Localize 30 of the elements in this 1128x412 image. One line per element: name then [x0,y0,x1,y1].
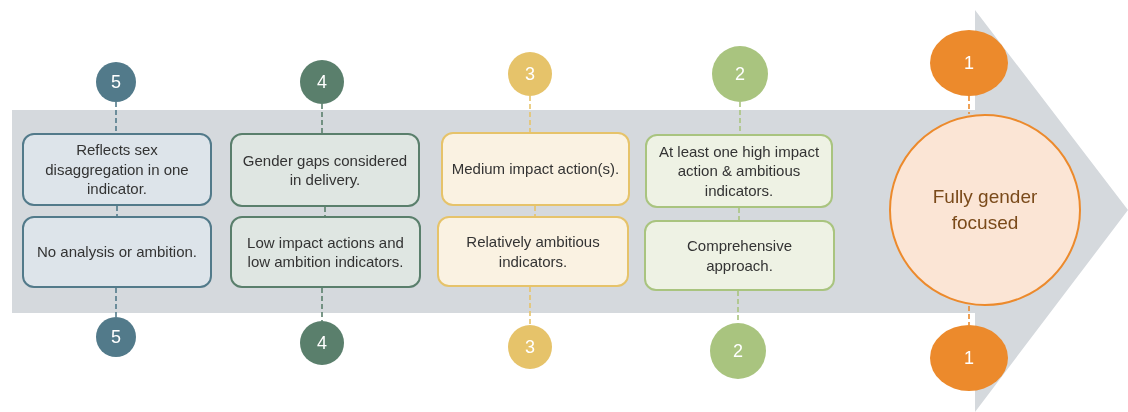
number-circle: 3 [508,325,552,369]
connector-line [529,286,531,326]
connector-line [534,205,536,217]
connector-line [321,287,323,322]
number-circle: 5 [96,317,136,357]
number-circle: 5 [96,62,136,102]
criteria-box: Relatively ambitious indicators. [437,216,629,287]
criteria-box: Medium impact action(s). [441,132,630,206]
criteria-box: At least one high impact action & ambitious indicators. [645,134,833,208]
number-circle: 3 [508,52,552,96]
number-circle: 1 [930,325,1008,391]
connector-line [968,95,970,115]
criteria-box: Gender gaps considered in delivery. [230,133,420,207]
connector-line [529,95,531,133]
connector-line [116,205,118,217]
connector-line [321,103,323,134]
criteria-box: Reflects sex disaggregation in one indicator. [22,133,212,206]
number-circle: 4 [300,321,344,365]
connector-line [324,206,326,217]
number-circle: 2 [710,323,766,379]
connector-line [115,101,117,134]
number-circle: 2 [712,46,768,102]
connector-line [738,207,740,221]
number-circle: 4 [300,60,344,104]
number-circle: 1 [930,30,1008,96]
criteria-box: Low impact actions and low ambition indicators. [230,216,421,288]
connector-line [115,287,117,318]
criteria-box: Comprehensive approach. [644,220,835,291]
connector-line [968,305,970,326]
criteria-box: No analysis or ambition. [22,216,212,288]
